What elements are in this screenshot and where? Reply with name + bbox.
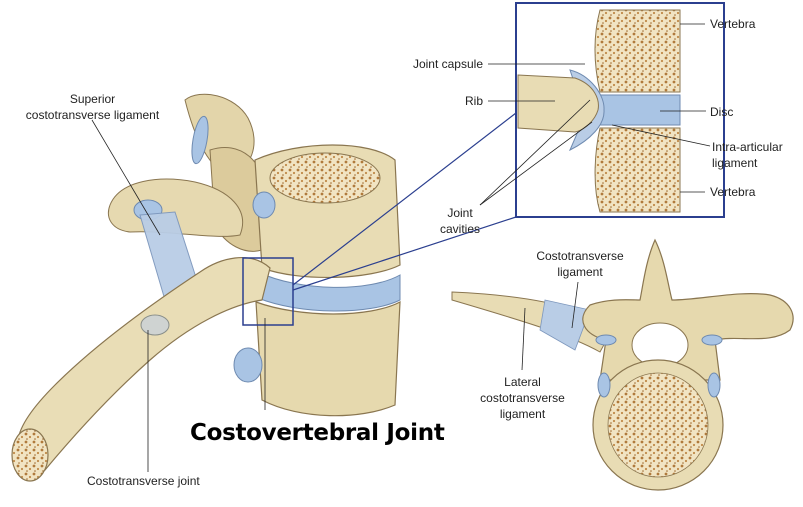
label-costotransverse-lig-1: Costotransverse — [536, 249, 624, 263]
lateral-vertebra-view — [11, 93, 401, 482]
label-rib: Rib — [464, 94, 483, 108]
label-costotransverse-lig-2: ligament — [557, 265, 603, 279]
body-costal-facet — [252, 191, 276, 219]
joint-inset — [292, 2, 725, 291]
label-joint-cavities-2: cavities — [439, 222, 480, 236]
label-superior-ctl-1: Superior — [69, 92, 116, 106]
superior-body-surface — [607, 372, 709, 478]
label-lateral-ctl-1: Lateral — [504, 375, 541, 389]
superior-view — [451, 238, 794, 491]
label-vertebra-top: Vertebra — [710, 17, 756, 31]
label-lateral-ctl-2: costotransverse — [480, 391, 565, 405]
rib-cross-section — [11, 428, 49, 482]
label-vertebra-bottom: Vertebra — [710, 185, 756, 199]
superior-transverse-facet-right — [701, 334, 723, 346]
superior-transverse-facet-left — [595, 334, 617, 346]
rib-neck-facet — [140, 314, 170, 336]
lower-costal-facet — [233, 347, 263, 383]
body-top-surface — [269, 152, 381, 204]
label-costotransverse-joint: Costotransverse joint — [87, 474, 200, 488]
leader-joint-cavities-2 — [479, 121, 593, 206]
label-intra-articular-2: ligament — [712, 156, 758, 170]
leader-superior-ctl — [91, 119, 161, 236]
superior-facet — [191, 115, 209, 165]
label-superior-ctl-2: costotransverse ligament — [25, 108, 160, 122]
inset-vertebra-top — [594, 9, 681, 93]
inset-connector-1 — [292, 112, 517, 286]
leader-costotransverse-ligament — [571, 281, 579, 329]
label-intra-articular-1: Intra-articular — [712, 140, 783, 154]
rib — [17, 257, 271, 471]
leader-joint-cavities-1 — [479, 99, 591, 206]
superior-facet-left — [597, 372, 611, 398]
leader-lateral-ctl — [521, 307, 526, 371]
inset-rib — [517, 74, 599, 133]
superior-facet-right — [707, 372, 721, 398]
joint-highlight-box — [242, 257, 294, 326]
inset-disc — [597, 94, 681, 126]
title-costovertebral-joint: Costovertebral Joint — [190, 420, 445, 446]
label-joint-capsule: Joint capsule — [412, 57, 483, 71]
label-joint-cavities-1: Joint — [447, 206, 473, 220]
inset-vertebra-bottom — [594, 127, 681, 213]
inset-connector-2 — [292, 216, 517, 291]
label-lateral-ctl-3: ligament — [499, 407, 546, 421]
leader-intra-articular — [611, 124, 711, 147]
lower-vertebral-body — [255, 300, 401, 417]
label-disc: Disc — [710, 105, 734, 119]
